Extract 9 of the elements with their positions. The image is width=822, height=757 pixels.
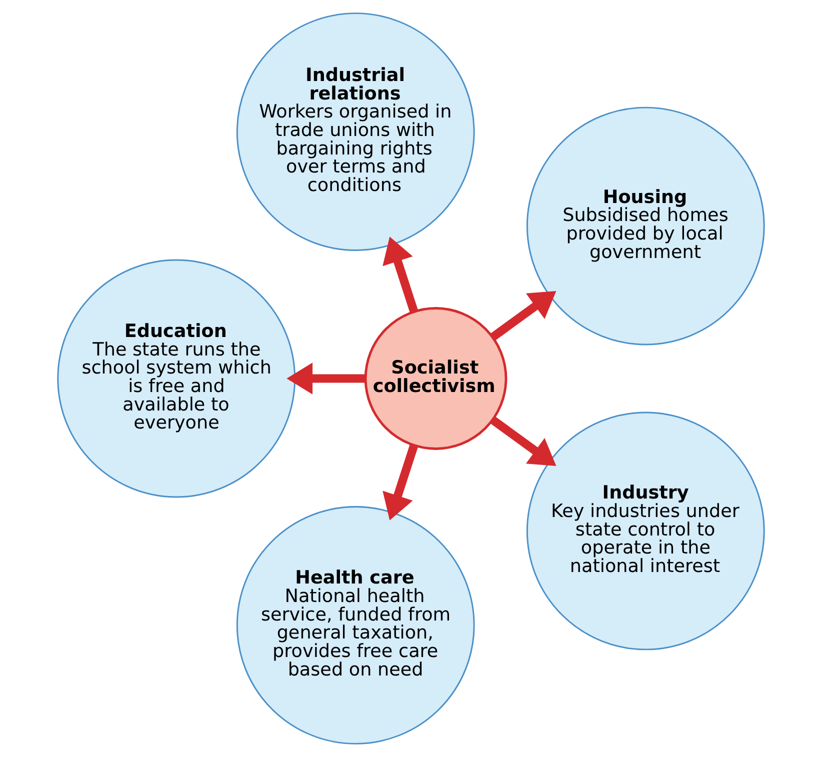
- node-circle: Health care National health service, funded from general taxation, provides free care based on need: [236, 506, 475, 744]
- arrow: [382, 444, 418, 520]
- arrow: [490, 416, 556, 466]
- arrow: [286, 362, 366, 394]
- node-circle: Education The state runs the school system which is free and available to everyone: [57, 259, 296, 498]
- arrow: [382, 236, 418, 313]
- arrow: [490, 290, 556, 340]
- node-circle: Socialist collectivism: [364, 307, 508, 450]
- node-circle: Industrial relations Workers organised in trade unions with bargaining rights over terms and conditions: [236, 12, 475, 251]
